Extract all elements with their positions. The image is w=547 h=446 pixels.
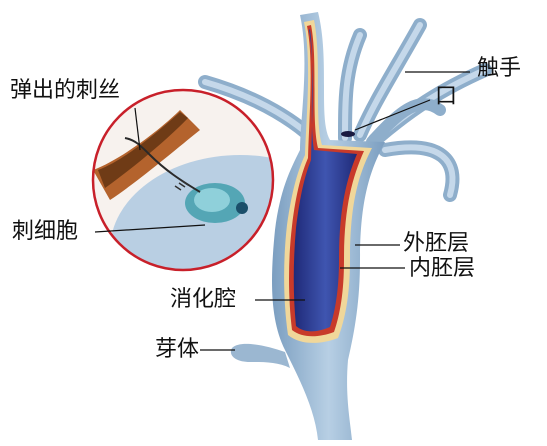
- label-bud: 芽体: [155, 337, 200, 362]
- label-cnidocyte: 刺细胞: [12, 219, 79, 244]
- mouth-opening: [341, 131, 355, 137]
- label-mouth: 口: [435, 84, 458, 109]
- nucleus: [236, 202, 248, 214]
- bud-shape: [230, 343, 290, 368]
- inset-border: [91, 88, 275, 272]
- gastrovascular-cavity: [293, 29, 357, 332]
- label-discharged-thread: 弹出的刺丝: [10, 78, 121, 103]
- hydra-body: [230, 12, 385, 440]
- label-tentacle: 触手: [477, 56, 522, 81]
- label-endoderm: 内胚层: [409, 256, 476, 281]
- leader-lines: [94, 71, 470, 351]
- label-gastrovascular-cavity: 消化腔: [170, 287, 237, 312]
- cnidocyte-inset: [91, 88, 275, 272]
- label-ectoderm: 外胚层: [403, 231, 470, 256]
